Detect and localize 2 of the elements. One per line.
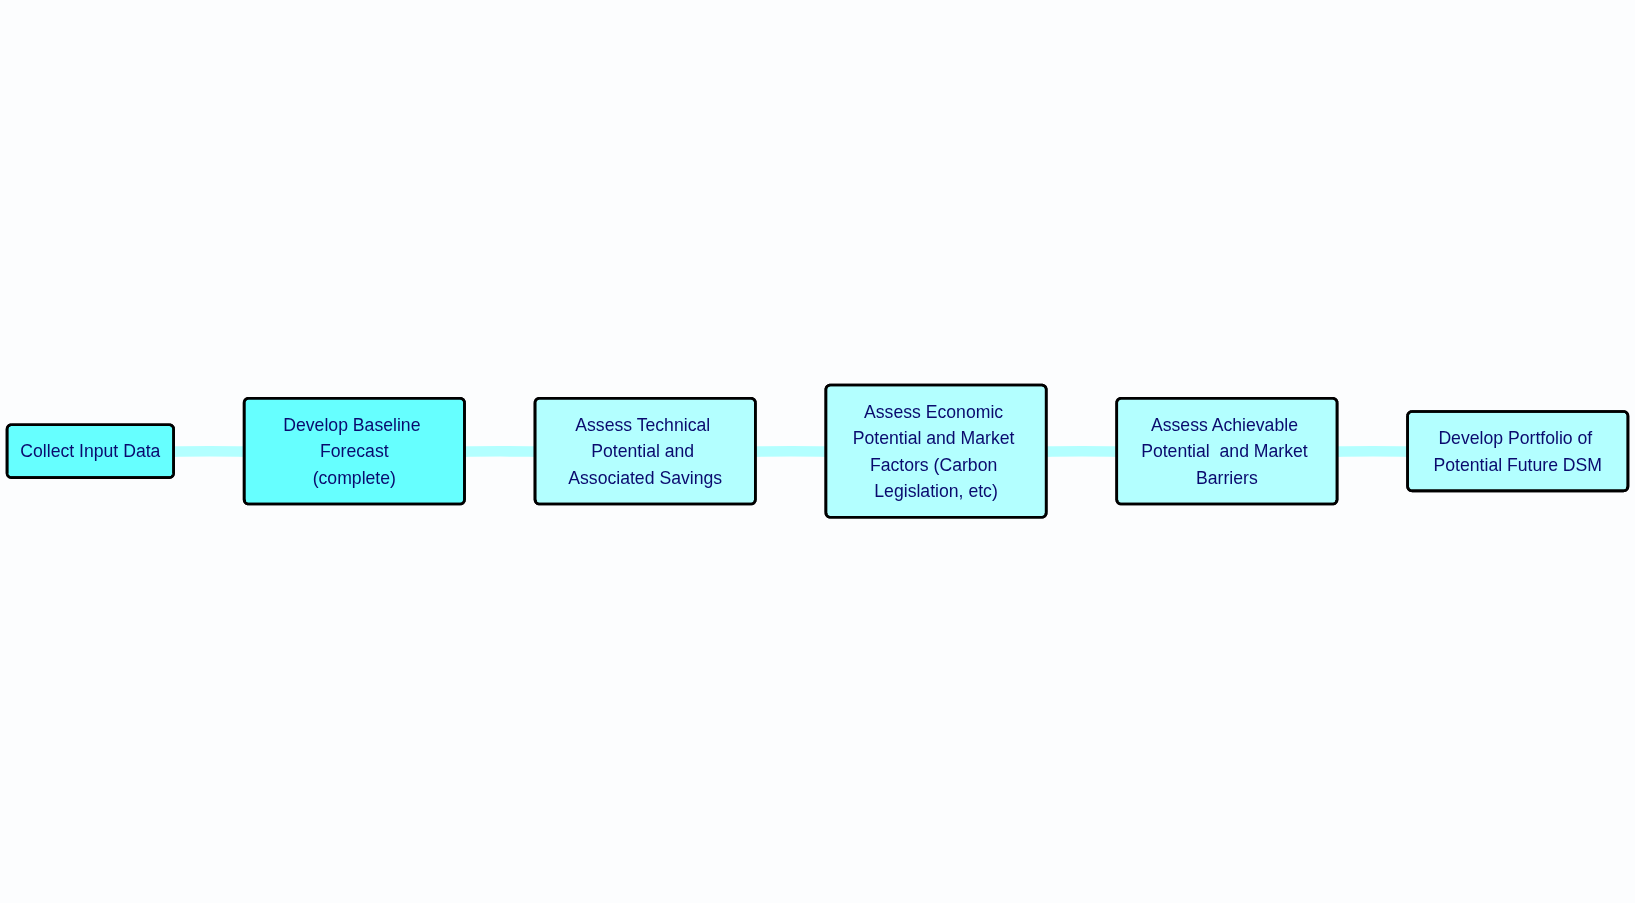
- connector: [464, 446, 536, 458]
- connector: [174, 446, 245, 458]
